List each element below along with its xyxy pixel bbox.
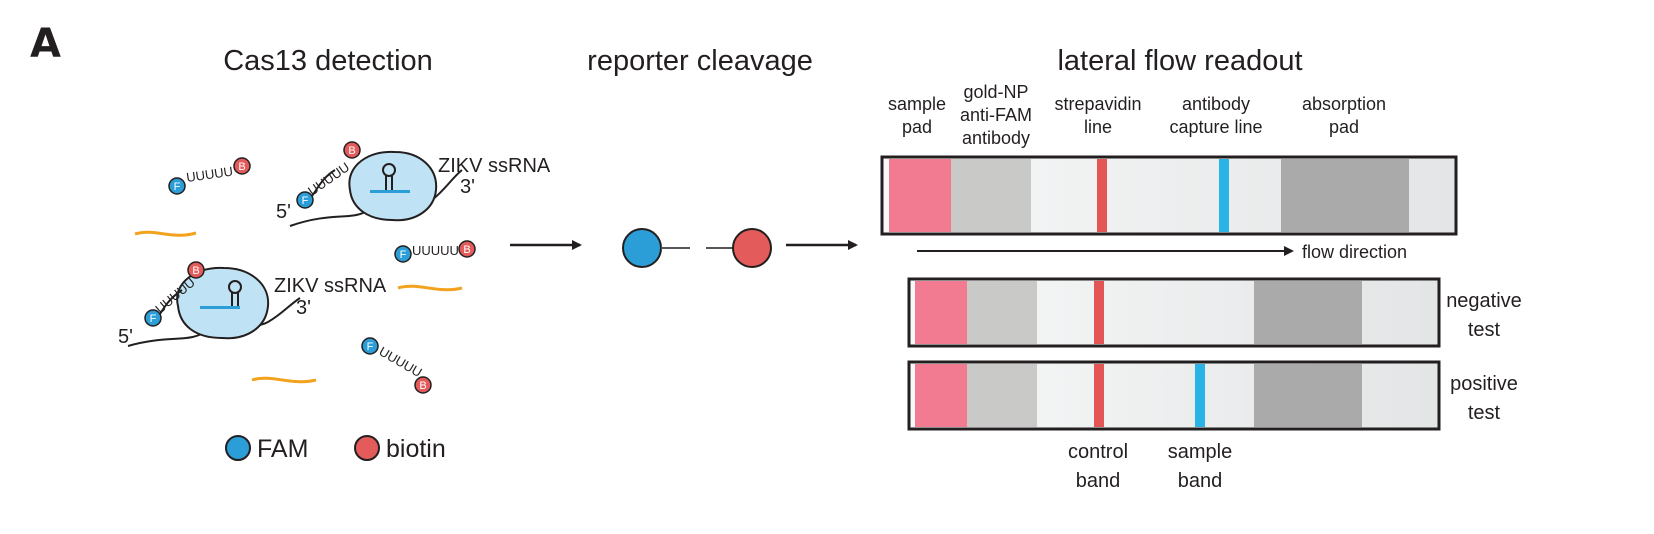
biotin-letter: B	[463, 244, 470, 256]
title-lateral-flow-readout: lateral flow readout	[1057, 45, 1302, 77]
five-prime-upper: 5'	[276, 201, 291, 223]
sample-band-label-line1: sample	[1168, 441, 1232, 463]
biotin-icon	[414, 376, 432, 394]
biotin-letter: B	[348, 145, 355, 157]
reporter-free-3: F UUUUU B	[361, 337, 432, 394]
cleaved-reporter	[622, 228, 772, 268]
label-antibody-capture-line2: capture line	[1169, 117, 1262, 137]
biotin-icon	[187, 261, 205, 279]
absorption-pad-region	[1281, 159, 1409, 232]
cas13-detection-scene: UUUUU F B ZIKV ssRNA 3' 5' F UUUUU B F U…	[118, 141, 551, 463]
legend-fam-icon	[225, 435, 251, 461]
positive-test-strip	[907, 360, 1441, 431]
biotin-icon	[343, 141, 361, 159]
fam-letter: F	[174, 181, 181, 193]
ssrna-fragment	[251, 376, 317, 384]
control-line	[1094, 364, 1104, 427]
sample-line	[1195, 364, 1205, 427]
five-prime-lower: 5'	[118, 326, 133, 348]
ssrna-fragment	[134, 230, 197, 237]
cas13-complex-lower: UUUUU F B ZIKV ssRNA 3' 5'	[118, 261, 387, 348]
legend-fam-label: FAM	[257, 435, 308, 463]
fam-icon	[168, 177, 186, 195]
reporter-linker-text: UUUUU	[305, 159, 352, 198]
legend-biotin-label: biotin	[386, 435, 446, 463]
biotin-letter: B	[238, 161, 245, 173]
label-strepavidin-line2: line	[1084, 117, 1112, 137]
title-reporter-cleavage: reporter cleavage	[587, 45, 813, 77]
label-gold-np-line2: anti-FAM	[960, 105, 1032, 125]
label-strepavidin-line1: strepavidin	[1054, 94, 1141, 114]
flow-direction-label: flow direction	[1302, 242, 1407, 262]
cas13-complex-upper: UUUUU F B ZIKV ssRNA 3' 5'	[276, 141, 551, 227]
biotin-letter: B	[419, 380, 426, 392]
reporter-linker-text: UUUUU	[377, 344, 425, 380]
strepavidin-line	[1097, 159, 1107, 232]
label-gold-np-line1: gold-NP	[963, 82, 1028, 102]
reporter-free-2: F UUUUU B	[394, 240, 476, 263]
biotin-icon	[458, 240, 476, 258]
fam-letter: F	[302, 195, 309, 207]
negative-test-label-line1: negative	[1446, 290, 1522, 312]
fam-icon	[622, 228, 662, 268]
reporter-free-1: F UUUUU B	[168, 157, 251, 195]
fam-icon	[296, 191, 314, 209]
negative-test-label-line2: test	[1468, 319, 1501, 341]
legend-biotin-icon	[354, 435, 380, 461]
fam-letter: F	[367, 341, 374, 353]
control-line	[1094, 281, 1104, 344]
positive-test-label-line2: test	[1468, 402, 1501, 424]
positive-test-label-line1: positive	[1450, 373, 1518, 395]
label-antibody-capture-line1: antibody	[1182, 94, 1250, 114]
reporter-linker-text: UUUUU	[412, 243, 459, 258]
sample-band-label-line2: band	[1178, 470, 1223, 492]
negative-test-strip	[907, 277, 1441, 348]
fam-letter: F	[400, 249, 407, 261]
antibody-capture-line	[1219, 159, 1229, 232]
ssrna-fragment	[397, 284, 463, 292]
label-sample-pad-line1: sample	[888, 94, 946, 114]
strip-column-labels: sample pad gold-NP anti-FAM antibody str…	[888, 82, 1386, 148]
label-absorption-pad-line1: absorption	[1302, 94, 1386, 114]
rna-label-upper: ZIKV ssRNA	[438, 155, 551, 177]
legend: FAM biotin	[225, 435, 446, 463]
title-cas13-detection: Cas13 detection	[223, 45, 433, 77]
panel-label: A	[30, 21, 61, 67]
fam-icon	[394, 245, 412, 263]
label-sample-pad-line2: pad	[902, 117, 932, 137]
fam-letter: F	[150, 313, 157, 325]
three-prime-upper: 3'	[460, 176, 475, 198]
biotin-letter: B	[192, 265, 199, 277]
fam-icon	[361, 337, 379, 355]
rna-label-lower: ZIKV ssRNA	[274, 275, 387, 297]
main-strip	[880, 155, 1458, 236]
label-absorption-pad-line2: pad	[1329, 117, 1359, 137]
sample-pad-region	[889, 159, 951, 232]
fam-icon	[144, 309, 162, 327]
biotin-icon	[732, 228, 772, 268]
biotin-icon	[233, 157, 251, 175]
label-gold-np-line3: antibody	[962, 128, 1030, 148]
control-band-label-line1: control	[1068, 441, 1128, 463]
control-band-label-line2: band	[1076, 470, 1121, 492]
three-prime-lower: 3'	[296, 297, 311, 319]
reporter-linker-text: UUUUU	[185, 164, 234, 185]
gold-np-region	[951, 159, 1031, 232]
